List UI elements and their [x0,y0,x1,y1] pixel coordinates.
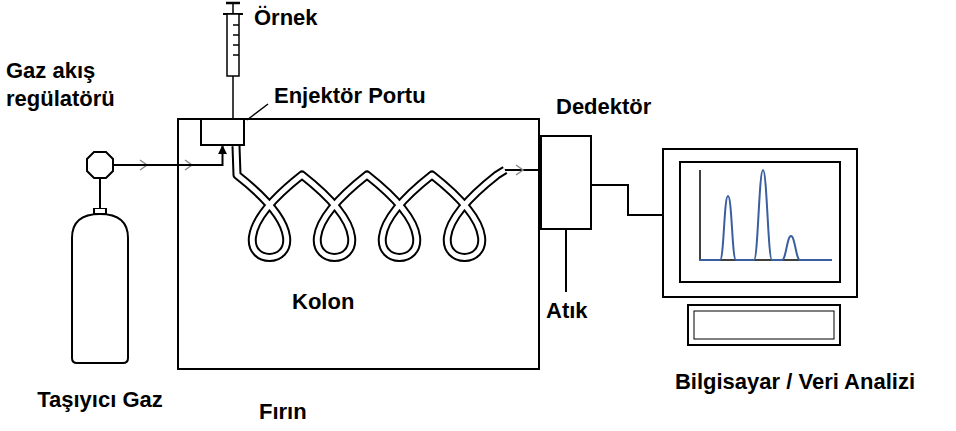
node-label: Fırın [259,398,379,426]
column-coil-inner [236,146,505,258]
syringe-needle [232,76,234,120]
syringe-tick [233,34,239,36]
chromatogram-peaks [700,170,832,260]
keyboard-inner [694,311,834,339]
waste-line [565,230,567,292]
gas-regulator: Gaz akış regülatörü [86,151,114,179]
cyl-shape [70,208,130,365]
column-coil-outline [236,146,505,258]
monitor-screen [680,162,840,282]
waste-label: Atık [546,297,588,325]
regulator-octagon [87,152,113,178]
oven-box: FırınEnjektör Portu [177,118,540,370]
chart-axes [700,170,832,260]
column-label: Kolon [292,288,354,316]
node-label: Taşıyıcı Gaz [0,386,200,414]
syringe-tick [233,44,239,46]
monitor-frame [663,149,857,297]
syringe-tick [233,24,239,26]
gas-line [114,146,223,165]
cylinder-body [72,214,128,363]
sample-label: Örnek [254,4,318,32]
gas-line [99,179,101,208]
keyboard [688,305,840,345]
node-label: Bilgisayar / Veri Analizi [635,368,955,396]
gas-line [592,185,662,215]
syringe-tick [233,54,239,56]
node-label: Dedektör [556,93,716,121]
syringe-rod [232,3,234,14]
computer-monitor: Bilgisayar / Veri Analizi [662,148,858,298]
flow-chevron [516,165,523,175]
mon-shape [662,148,858,298]
detector-box: Dedektör [540,135,592,230]
injector-port: Enjektör Portu [200,118,245,146]
syringe [223,3,243,120]
syringe-barrel [227,14,239,76]
gas-cylinder: Taşıyıcı Gaz [70,208,130,365]
node-label: Gaz akış regülatörü [6,57,156,113]
oct-shape [86,151,114,179]
node-label: Enjektör Portu [274,82,514,110]
